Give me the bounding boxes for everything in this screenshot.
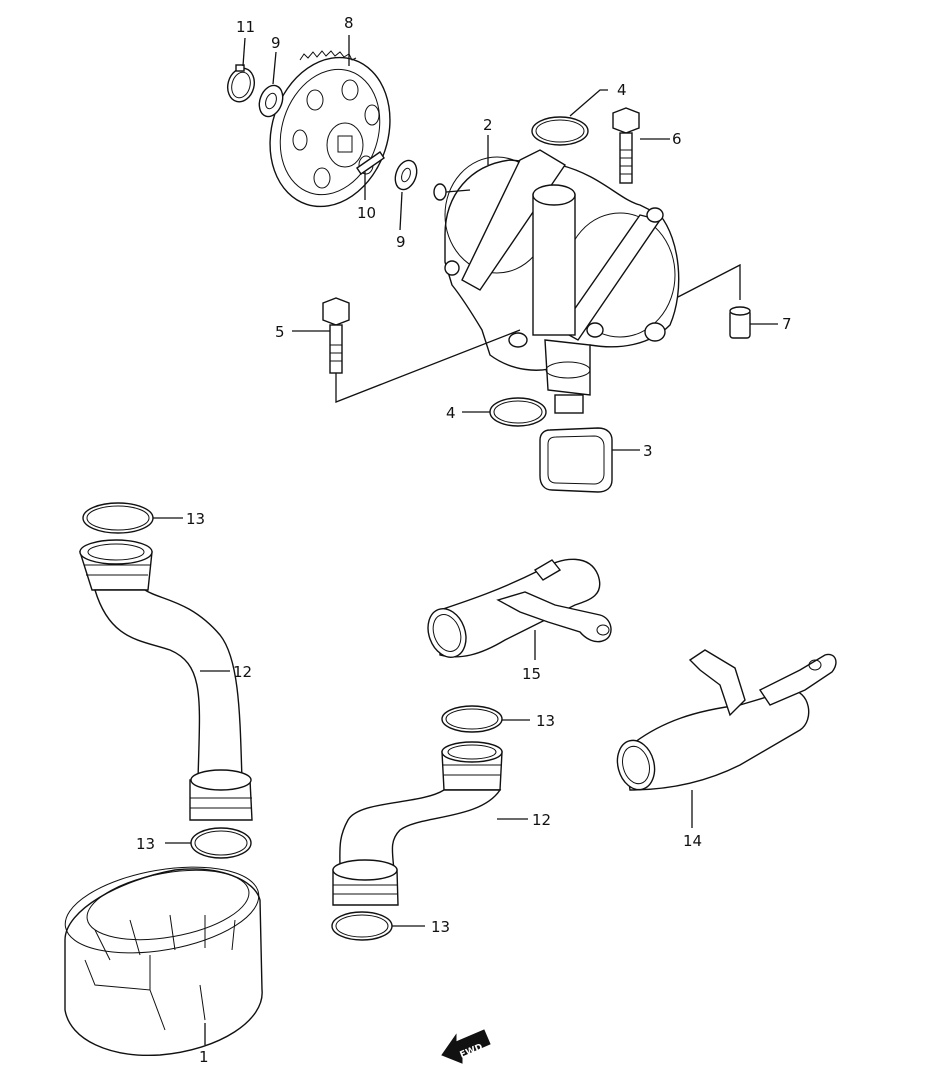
oil-pump-body [433, 149, 680, 414]
callout-labels: 11 9 8 10 9 2 4 6 7 5 4 3 13 12 13 1 15 … [136, 14, 792, 1066]
callout-15: 15 [522, 665, 541, 683]
oil-hose-15 [427, 558, 612, 658]
callout-13-top: 13 [186, 510, 205, 528]
callout-7: 7 [782, 315, 792, 333]
leader-lines [153, 35, 778, 1045]
callout-9-upper: 9 [271, 34, 281, 52]
callout-12-left: 12 [233, 663, 252, 681]
o-ring-upper [531, 116, 589, 146]
washer-lower [394, 159, 418, 191]
oil-pipe-left [79, 502, 253, 859]
callout-14: 14 [683, 832, 702, 850]
callout-1: 1 [199, 1048, 209, 1066]
callout-2: 2 [483, 116, 493, 134]
callout-6: 6 [672, 130, 682, 148]
gasket [539, 427, 613, 493]
callout-12-middle: 12 [532, 811, 551, 829]
callout-13-middle-bottom: 13 [431, 918, 450, 936]
callout-5: 5 [275, 323, 285, 341]
bolt-6 [612, 107, 640, 184]
dowel-pin [729, 306, 751, 339]
bolt-5 [322, 297, 350, 374]
callout-11: 11 [236, 18, 255, 36]
callout-10: 10 [357, 204, 376, 222]
washer-upper [258, 84, 284, 118]
fwd-arrow-icon: FWD [441, 1029, 491, 1064]
callout-13-left-bottom: 13 [136, 835, 155, 853]
callout-4-upper: 4 [617, 81, 627, 99]
oil-hose-14 [616, 649, 837, 791]
callout-9-lower: 9 [396, 233, 406, 251]
oil-pipe-middle [331, 705, 503, 941]
circlip [226, 64, 256, 103]
callout-8: 8 [344, 14, 354, 32]
o-ring-lower [489, 397, 547, 427]
callout-13-middle-top: 13 [536, 712, 555, 730]
callout-3: 3 [643, 442, 653, 460]
callout-4-lower: 4 [446, 404, 456, 422]
pin [356, 151, 385, 175]
oil-filter [64, 866, 263, 1057]
